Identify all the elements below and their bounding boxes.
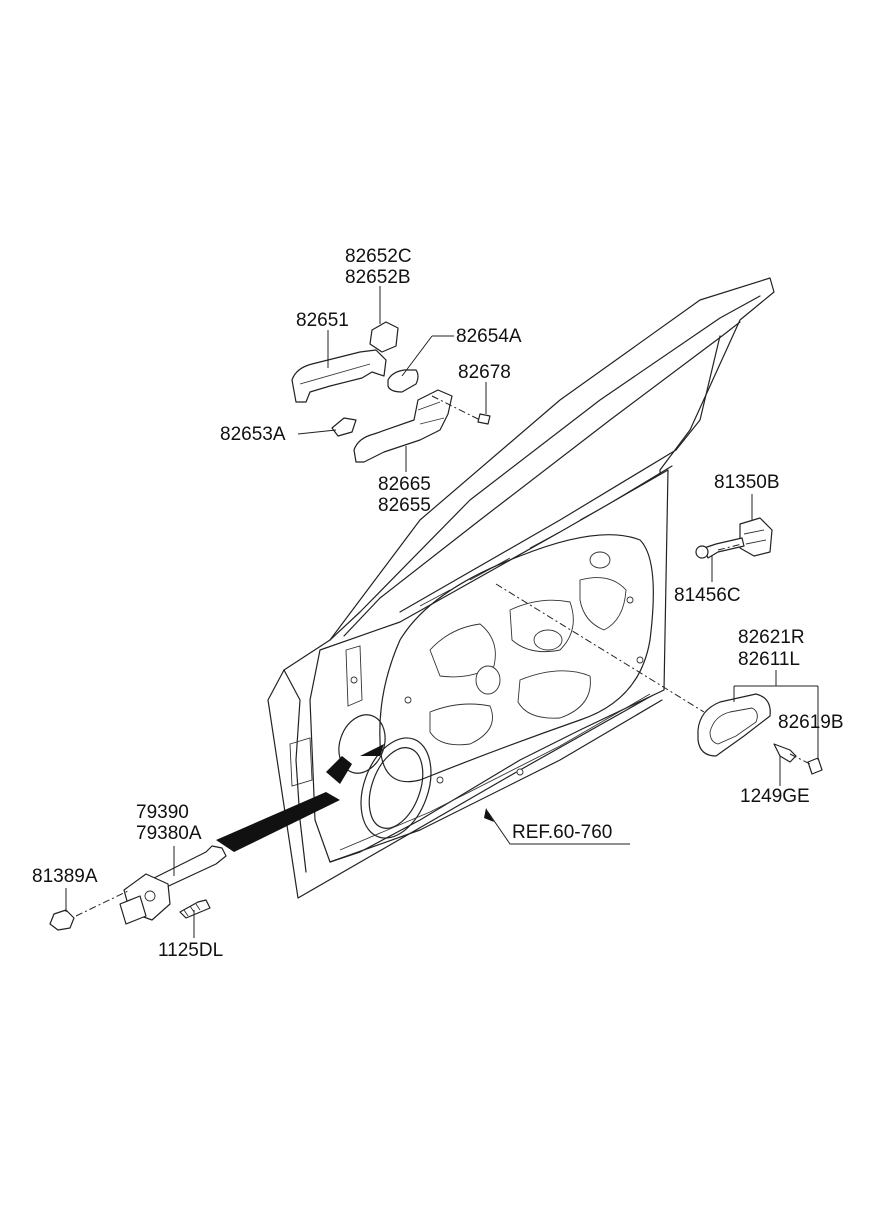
screw-1249GE [773, 743, 797, 763]
label-82654A: 82654A [456, 326, 522, 347]
part-labels: 82652C 82652B 82651 82654A 82678 82653A … [32, 246, 844, 961]
label-82652C: 82652C [345, 246, 412, 267]
label-81389A: 81389A [32, 866, 98, 887]
outside-handle-group [291, 321, 491, 463]
label-82665: 82665 [378, 474, 431, 495]
striker-81350B [739, 517, 773, 557]
inside-handle-group [697, 693, 823, 775]
outside-handle-82651 [291, 349, 387, 403]
handle-frame-82665 [353, 389, 453, 463]
label-81350B: 81350B [714, 472, 780, 493]
label-82611L: 82611L [738, 649, 800, 670]
label-82678: 82678 [458, 362, 511, 383]
handle-cap-82652C [369, 321, 399, 353]
gasket-82653A [331, 417, 357, 437]
bolt-1125DL [179, 899, 211, 919]
inside-handle-82621R [697, 693, 771, 757]
label-1249GE: 1249GE [740, 786, 810, 807]
gasket-82654A [387, 369, 419, 393]
front-door-panel [267, 277, 775, 899]
door-check-group [49, 792, 340, 931]
label-82621R: 82621R [738, 627, 805, 648]
label-81456C: 81456C [674, 585, 741, 606]
striker-group [695, 517, 773, 559]
label-82652B: 82652B [345, 267, 411, 288]
cap-82619B [807, 757, 823, 775]
bolt-81389A [49, 909, 75, 931]
label-82655: 82655 [378, 495, 431, 516]
label-ref: REF.60-760 [512, 822, 612, 843]
label-79380A: 79380A [136, 823, 202, 844]
label-79390: 79390 [136, 802, 189, 823]
label-82619B: 82619B [778, 712, 844, 733]
label-82651: 82651 [296, 310, 349, 331]
label-1125DL: 1125DL [158, 940, 223, 961]
leader-lines [65, 286, 819, 938]
door-check-79390 [149, 845, 227, 891]
screw-82678 [477, 413, 491, 425]
label-82653A: 82653A [220, 424, 286, 445]
